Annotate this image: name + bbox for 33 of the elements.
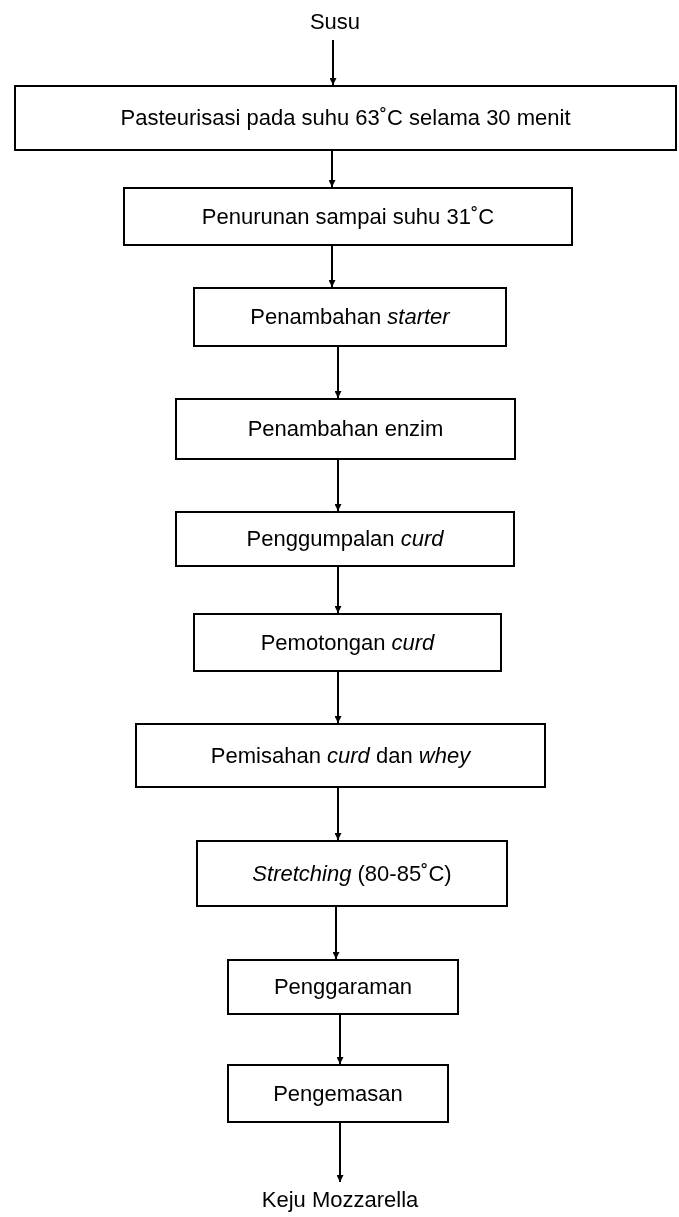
terminal-label: Keju Mozzarella bbox=[261, 1186, 419, 1214]
step-label: Pasteurisasi pada suhu 63˚C selama 30 menit bbox=[120, 104, 571, 132]
arrow bbox=[334, 566, 342, 614]
process-box bbox=[196, 840, 508, 907]
terminal-label: Susu bbox=[309, 8, 361, 36]
arrow bbox=[334, 787, 342, 841]
process-box bbox=[135, 723, 546, 788]
arrow bbox=[334, 346, 342, 399]
process-box bbox=[227, 1064, 449, 1123]
step-label: Penurunan sampai suhu 31˚C bbox=[201, 202, 495, 231]
arrow bbox=[328, 150, 336, 188]
step-label: Stretching (80-85˚C) bbox=[252, 859, 452, 888]
step-label: Pengemasan bbox=[273, 1079, 403, 1108]
arrow bbox=[334, 671, 342, 724]
arrow bbox=[336, 1122, 344, 1183]
arrow bbox=[328, 245, 336, 288]
step-label: Penggumpalan curd bbox=[246, 525, 444, 553]
process-box bbox=[175, 398, 516, 460]
process-box bbox=[227, 959, 459, 1015]
process-box bbox=[193, 613, 502, 672]
step-label: Penambahan starter bbox=[250, 303, 450, 331]
process-box bbox=[14, 85, 677, 151]
process-box bbox=[193, 287, 507, 347]
step-label: Penambahan enzim bbox=[247, 415, 444, 443]
arrow bbox=[336, 1014, 344, 1065]
arrow bbox=[332, 906, 340, 960]
arrow bbox=[334, 459, 342, 512]
arrow bbox=[329, 39, 337, 86]
process-box bbox=[175, 511, 515, 567]
step-label: Pemisahan curd dan whey bbox=[210, 741, 471, 770]
step-label: Pemotongan curd bbox=[260, 628, 435, 657]
step-label: Penggaraman bbox=[273, 973, 413, 1001]
process-box bbox=[123, 187, 573, 246]
